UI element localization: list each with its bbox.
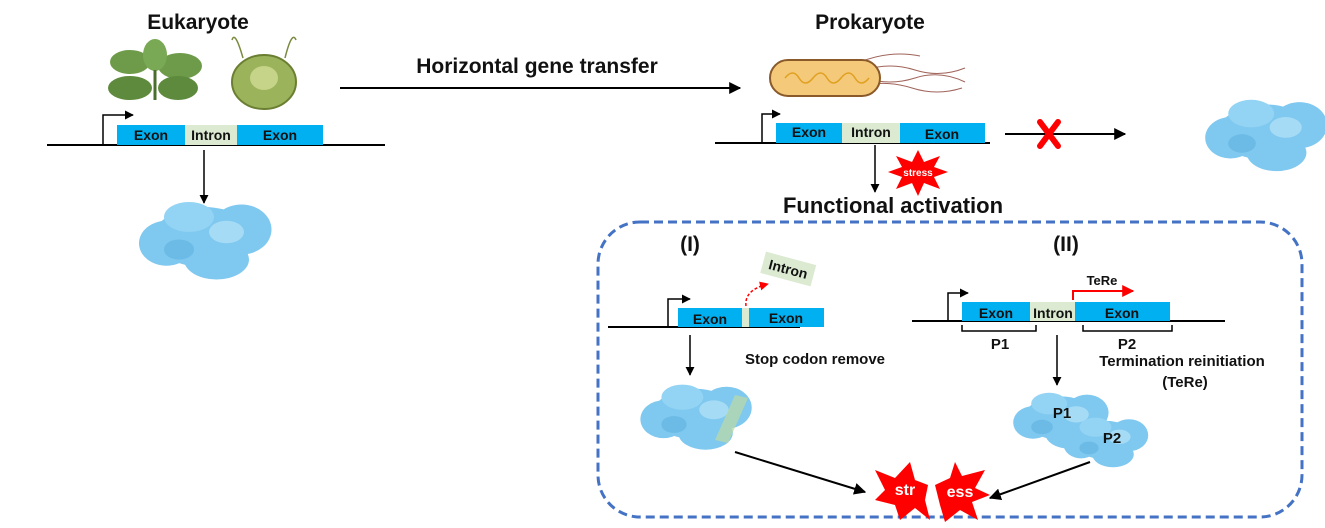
promoter-arrow-icon (761, 109, 781, 143)
exon-label: Exon (979, 305, 1013, 321)
mechanism-2-label: (II) (1053, 233, 1079, 256)
splice-out-arrow (745, 281, 769, 307)
tere-label: TeRe (1087, 273, 1118, 288)
plant-icon (108, 39, 202, 100)
intron-label: Intron (191, 127, 231, 143)
protein-p1-label: P1 (1053, 405, 1071, 422)
intron-label: Intron (1033, 305, 1073, 321)
p1-label: P1 (991, 336, 1009, 353)
protein-icon (1205, 99, 1325, 172)
cross-icon (1037, 119, 1061, 149)
stress-burst-icon: stress (888, 150, 948, 196)
mechanism-1-label: (I) (680, 233, 700, 256)
intron-label: Intron (851, 124, 891, 140)
promoter-arrow-icon (102, 110, 134, 145)
p2-label: P2 (1118, 336, 1136, 353)
split-protein-icon: P1 P2 (1013, 392, 1149, 468)
stress-left-label: str (895, 482, 915, 499)
prokaryote-title: Prokaryote (815, 11, 925, 34)
protein-p2-label: P2 (1103, 430, 1121, 447)
exon-label: Exon (693, 311, 727, 327)
to-stress-arrow (734, 451, 867, 495)
mechanism-1-step: Stop codon remove (745, 351, 885, 368)
algae-cell-icon (231, 36, 297, 110)
exon-label: Exon (263, 127, 297, 143)
to-stress-arrow (988, 461, 1091, 500)
stress-label: stress (903, 168, 933, 179)
mechanism-2-step: Termination reinitiation (1099, 353, 1265, 370)
stress-burst-icon: str ess (875, 462, 990, 522)
bacterium-icon (769, 53, 966, 97)
exon-label: Exon (1105, 305, 1139, 321)
stress-right-label: ess (947, 484, 974, 501)
exon-label: Exon (792, 124, 826, 140)
tere-arrow (1072, 285, 1135, 300)
transfer-label: Horizontal gene transfer (416, 55, 658, 78)
protein-with-intron-icon (640, 384, 752, 450)
exon-label: Exon (769, 310, 803, 326)
p2-bracket (1082, 325, 1173, 332)
mechanism-2-step-abbr: (TeRe) (1162, 374, 1208, 391)
protein-icon (139, 202, 272, 280)
activation-title: Functional activation (783, 193, 1003, 218)
p1-bracket (961, 325, 1037, 332)
exon-label: Exon (925, 126, 959, 142)
mechanisms-box (596, 220, 1304, 519)
promoter-arrow-icon (667, 294, 691, 327)
exon-label: Exon (134, 127, 168, 143)
excised-intron-tag: Intron (760, 251, 817, 287)
eukaryote-title: Eukaryote (147, 11, 249, 34)
promoter-arrow-icon (947, 288, 969, 321)
